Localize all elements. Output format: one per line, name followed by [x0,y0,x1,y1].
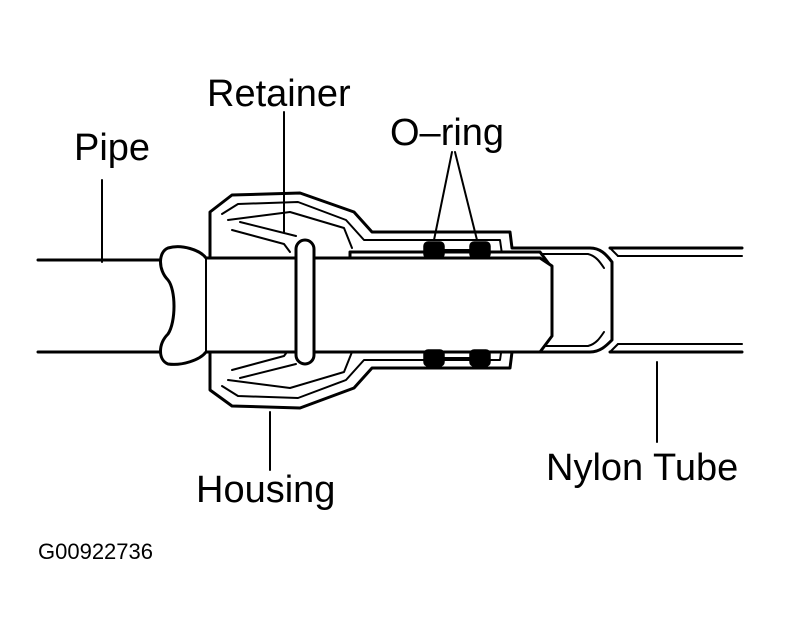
retainer [227,211,353,389]
retainer-band [294,238,316,366]
label-nylon-tube: Nylon Tube [546,447,738,489]
o-ring-top-left [423,241,445,259]
o-rings [423,241,491,367]
o-ring-top-right [469,241,491,259]
leader-lines [101,111,658,471]
label-o-ring: O–ring [390,112,504,154]
label-retainer: Retainer [207,73,351,115]
o-ring-leader-right [454,151,478,241]
label-housing: Housing [196,469,335,511]
o-ring-leader-left [433,151,453,241]
figure-code: G00922736 [38,539,153,564]
o-ring-bottom-right [469,349,491,367]
label-pipe: Pipe [74,127,150,169]
nylon-tube [608,246,744,354]
o-ring-bottom-left [423,349,445,367]
